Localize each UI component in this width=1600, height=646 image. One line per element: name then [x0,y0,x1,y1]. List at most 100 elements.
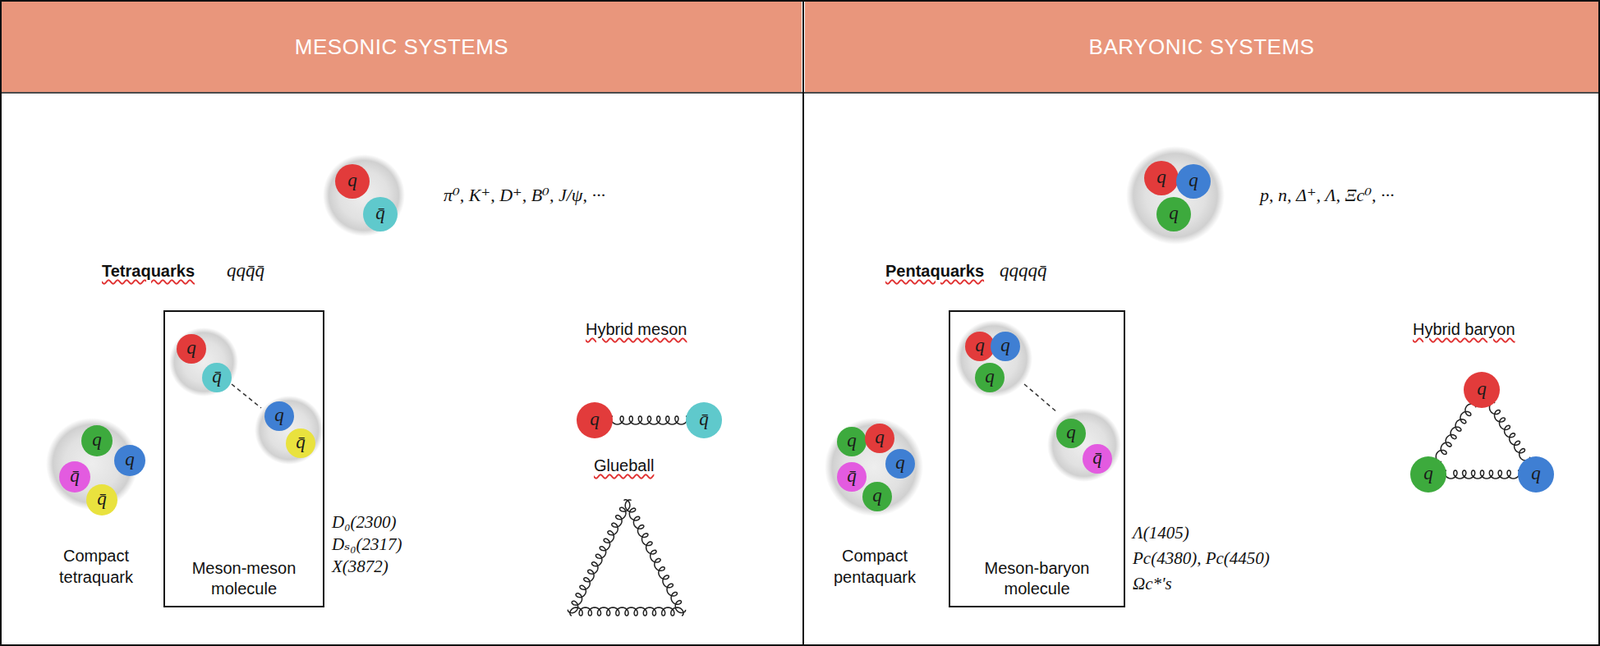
quark-symbol: q [347,170,358,190]
state-name: Pc(4380), Pc(4450) [1132,547,1270,571]
hadron-blob [254,395,324,465]
quark-circle: q [1410,456,1447,493]
quark-symbol: q [124,450,135,469]
molecule-box: Meson-baryon moleculeqqqqq̄ [948,310,1126,608]
quark-circle: q̄ [285,428,316,459]
quark-symbol: q̄ [211,367,222,387]
panel-title: BARYONIC SYSTEMS [1089,34,1315,60]
quark-symbol: q̄ [846,466,857,486]
quark-content: qqq̄q̄ [226,258,265,284]
dashed-bond [1024,384,1058,414]
quark-symbol: q [1188,170,1199,190]
header-band: MESONIC SYSTEMS [1,1,802,92]
quark-circle: q [862,482,892,512]
glueball-gluon-loop [567,500,686,617]
quark-circle: q [864,423,895,454]
quark-symbol: q [274,405,285,425]
structure-caption: Compact tetraquark [42,545,150,589]
quark-symbol: q [1476,379,1487,399]
quark-symbol: q̄ [295,432,306,452]
state-name: Dₛ₀(2317) [331,533,403,557]
quark-symbol: q [895,453,906,473]
hadron-blob [169,327,239,397]
quark-symbol: q [974,335,985,355]
gluon-line [611,416,688,425]
quark-symbol: q [984,367,995,387]
quark-circle: q̄ [202,363,232,393]
hadron-blob [955,320,1033,398]
quark-symbol: q [846,431,857,451]
quark-circle: q [836,427,867,457]
quark-circle: q [1144,160,1179,196]
quark-circle: q̄ [1082,444,1113,474]
quark-circle: q [114,445,146,477]
state-name: Λ(1405) [1132,522,1190,545]
quark-symbol: q [186,338,197,358]
quark-symbol: q [91,430,102,450]
particle-list: p, n, Δ⁺, Λ, Ξc⁰, ··· [1259,183,1395,208]
quark-circle: q̄ [86,484,118,516]
structure-caption: Compact pentaquark [817,545,933,589]
panel-title: MESONIC SYSTEMS [294,34,509,60]
quark-symbol: q̄ [698,409,709,429]
quark-symbol: q [1531,464,1541,483]
quark-circle: q̄ [836,462,867,492]
quark-circle: q [1156,197,1191,232]
quark-circle: q̄ [59,461,91,493]
quark-circle: q [576,402,613,439]
category-label: Hybrid meson [585,318,687,341]
quark-symbol: q̄ [375,203,386,223]
box-caption: Meson-baryon molecule [971,558,1104,600]
quark-circle: q [990,331,1021,362]
quark-circle: q [974,363,1005,393]
molecule-box: Meson-meson molecule q q̄ q q̄ [163,310,325,608]
quark-symbol: q [1066,422,1076,442]
category-heading: Tetraquarks [101,260,195,282]
gluon-line [1435,404,1476,463]
quark-circle: q [81,425,113,457]
category-label: Glueball [593,455,654,477]
hadron-blob [824,418,924,517]
quark-circle: q [1517,456,1555,493]
quark-circle: q [264,401,295,432]
state-name: D₀(2300) [331,511,396,534]
gluon-line [1489,402,1531,461]
quark-symbol: q [1423,464,1434,483]
hadron-blob [322,154,405,237]
hadron-blob [1047,408,1122,483]
quark-symbol: q [1168,203,1179,223]
quark-circle: q [1176,164,1211,199]
category-label: Hybrid baryon [1412,318,1516,341]
quark-symbol: q [589,409,600,429]
quark-symbol: q̄ [96,489,107,509]
quark-symbol: q̄ [69,466,80,486]
gluon-line [1444,470,1520,479]
quark-circle: q [1056,418,1086,449]
dashed-bond [231,384,262,409]
quark-circle: q̄ [685,402,722,439]
panel-divider [802,0,805,646]
quark-symbol: q [874,427,885,447]
quark-symbol: q [872,486,883,506]
quark-symbol: q [1000,335,1011,355]
quark-symbol: q [1156,167,1167,187]
state-name: X(3872) [331,556,389,579]
state-name: Ωc*'s [1132,573,1173,596]
box-caption: Meson-meson molecule [178,558,310,600]
category-heading: Pentaquarks [885,260,984,282]
particle-list: π⁰, K⁺, D⁺, B⁰, J/ψ, ··· [443,183,606,208]
quark-content: qqqqq̄ [999,258,1048,284]
header-rule [0,91,1600,94]
hadron-blob [1126,146,1225,245]
header-band: BARYONIC SYSTEMS [804,1,1599,92]
quark-circle: q [885,449,915,479]
quark-circle: q [176,334,207,364]
quark-circle: q [335,164,370,199]
quark-symbol: q̄ [1092,448,1103,468]
quark-circle: q [1463,372,1500,409]
quark-circle: q̄ [363,197,398,232]
